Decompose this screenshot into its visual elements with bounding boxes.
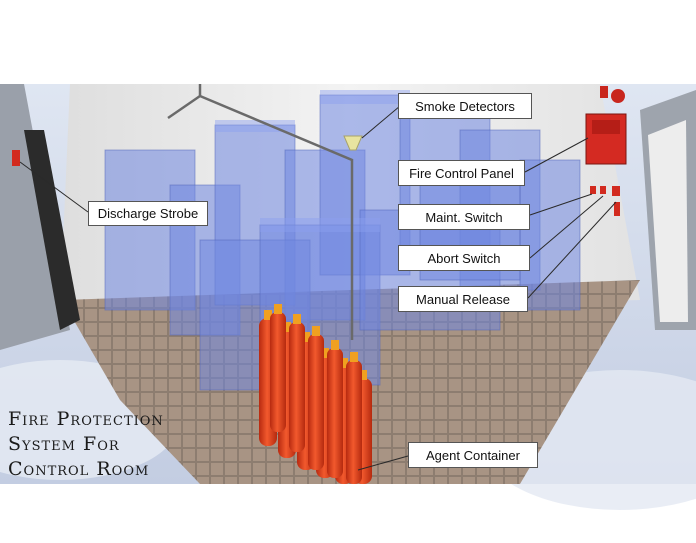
manual-release-device <box>612 186 620 196</box>
label-discharge-strobe: Discharge Strobe <box>88 201 208 226</box>
leader-lines <box>19 105 617 471</box>
label-abort-switch: Abort Switch <box>398 245 530 271</box>
right-door <box>648 120 688 322</box>
agent-cylinders <box>259 304 372 484</box>
abort-switch-device <box>600 186 606 194</box>
label-manual-release: Manual Release <box>398 286 528 312</box>
smoke-detector-device <box>343 135 363 151</box>
title-line-2: System For <box>8 433 120 455</box>
label-agent-container: Agent Container <box>408 442 538 468</box>
alarm-bell-icon <box>611 89 625 103</box>
label-maint-switch: Maint. Switch <box>398 204 530 230</box>
title-line-3: Control Room <box>8 458 150 480</box>
label-fire-control-panel: Fire Control Panel <box>398 160 525 186</box>
agent-pipe <box>167 94 354 340</box>
label-smoke-detectors: Smoke Detectors <box>398 93 532 119</box>
discharge-strobe-device <box>12 150 20 166</box>
title-line-1: Fire Protection <box>8 408 164 430</box>
maint-switch-device <box>590 186 596 194</box>
left-door <box>24 130 80 330</box>
